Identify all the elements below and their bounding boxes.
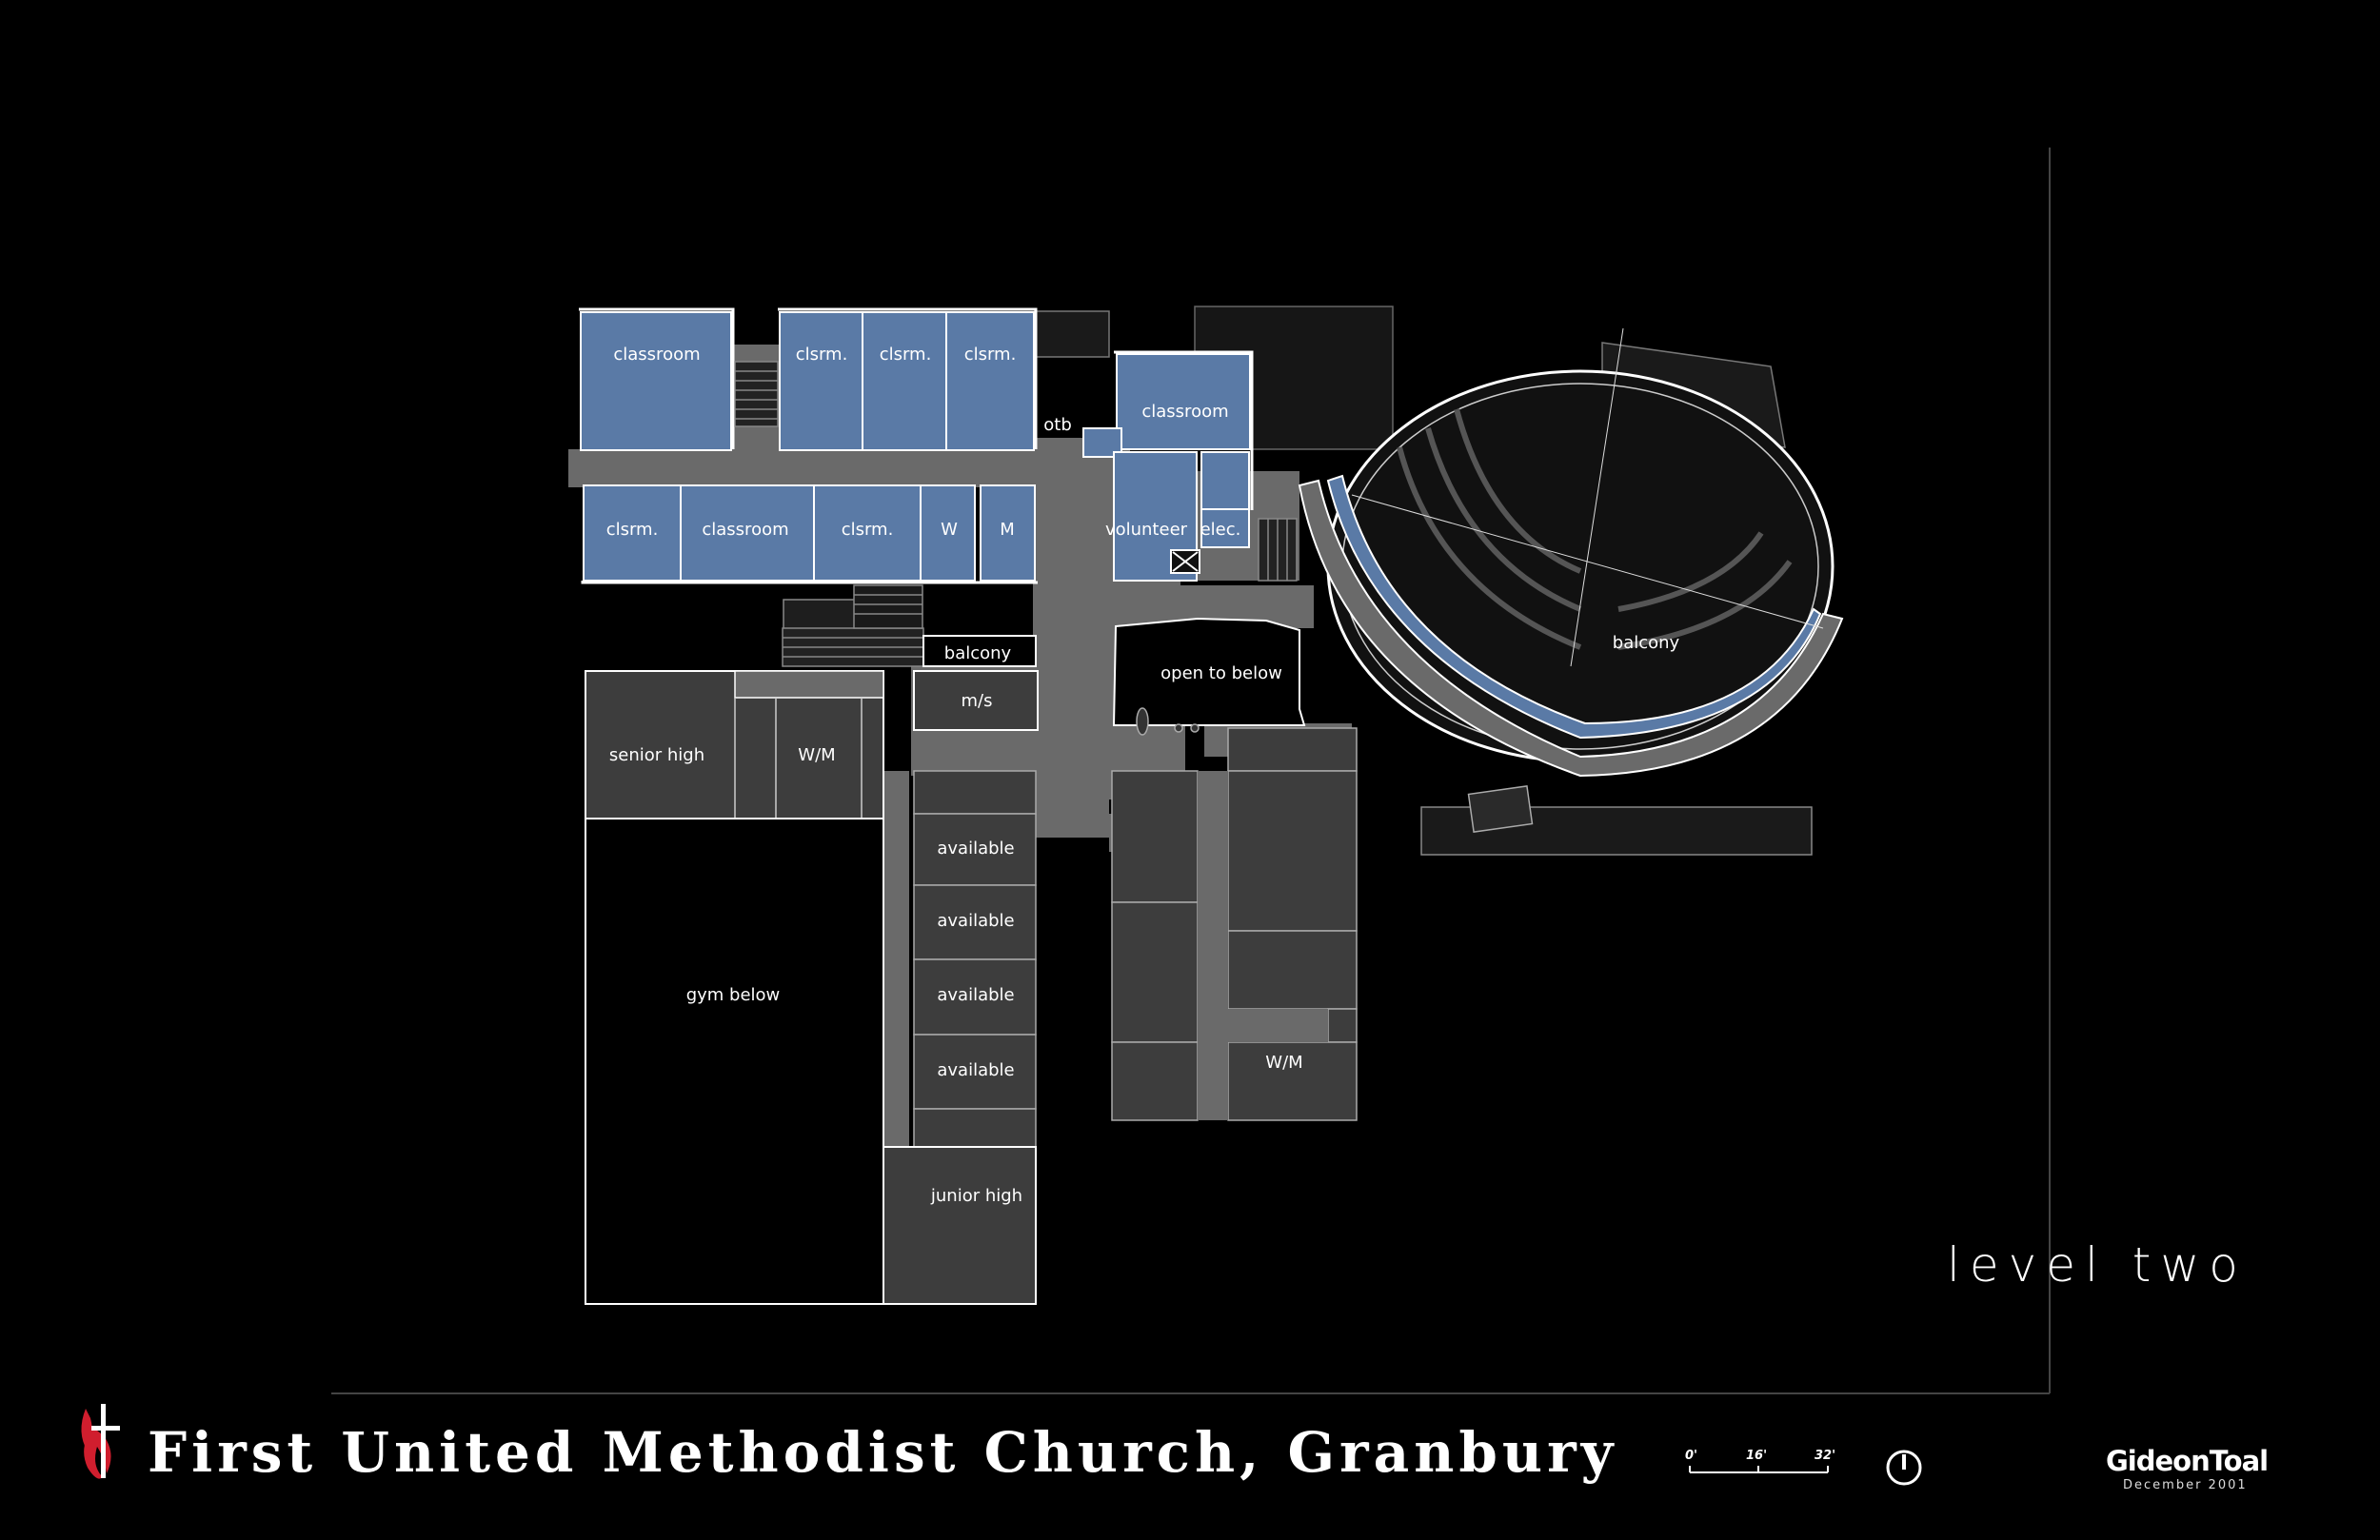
room-label-clsrm-s2: clsrm.	[842, 520, 894, 540]
room-label-ms: m/s	[962, 691, 993, 711]
room-label-senior-high: senior high	[609, 745, 704, 765]
available-rooms	[913, 770, 1037, 1148]
room-label-balcony-small: balcony	[944, 643, 1012, 663]
scale-bar	[1689, 1466, 1829, 1473]
firm-date: December 2001	[2123, 1478, 2248, 1492]
room-label-clsrm-2: clsrm.	[880, 345, 932, 365]
room-labels: classroom clsrm. clsrm. clsrm. otb class…	[606, 345, 1680, 1206]
room-label-classroom-s: classroom	[702, 520, 788, 540]
room-label-elec: elec.	[1200, 520, 1241, 540]
room-label-otb: otb	[1043, 415, 1072, 435]
middle-block	[1111, 727, 1358, 1121]
room-label-clsrm-1: clsrm.	[796, 345, 848, 365]
scale-label-16: 16'	[1746, 1449, 1768, 1463]
balcony-small-room	[922, 635, 1037, 667]
room-label-volunteer: volunteer	[1105, 520, 1188, 540]
scale-label-0: 0'	[1685, 1449, 1698, 1463]
level-label: level two	[1947, 1237, 2248, 1293]
north-arrow-icon	[1886, 1450, 1922, 1486]
room-label-available-2: available	[937, 911, 1014, 931]
gym-below-area	[585, 818, 884, 1305]
room-label-wm-2: W/M	[1265, 1053, 1302, 1073]
room-label-available-1: available	[937, 839, 1014, 859]
project-title: First United Methodist Church, Granbury	[148, 1420, 1618, 1485]
room-label-classroom-ne: classroom	[1141, 402, 1228, 422]
cross-flame-logo-icon	[81, 1404, 120, 1479]
room-label-clsrm-sw: clsrm.	[606, 520, 659, 540]
room-label-classroom-nw: classroom	[613, 345, 700, 365]
classrooms	[580, 311, 1251, 582]
room-label-balcony-sanctuary: balcony	[1613, 633, 1680, 653]
room-label-clsrm-3: clsrm.	[964, 345, 1017, 365]
room-label-open-to-below: open to below	[1160, 663, 1282, 683]
room-label-gym-below: gym below	[686, 985, 781, 1005]
firm-logo: GideonToal	[2106, 1445, 2269, 1477]
room-label-womens: W	[941, 520, 958, 540]
scale-label-32: 32'	[1815, 1449, 1836, 1463]
sanctuary	[1298, 327, 1844, 778]
junior-high-room	[883, 1146, 1037, 1305]
room-label-available-3: available	[937, 985, 1014, 1005]
room-label-available-4: available	[937, 1060, 1014, 1080]
walls	[579, 307, 1254, 584]
room-label-junior-high: junior high	[930, 1186, 1022, 1206]
ms-room	[913, 670, 1039, 731]
stairs	[734, 361, 1298, 667]
room-label-wm-1: W/M	[798, 745, 835, 765]
room-label-mens: M	[1000, 520, 1015, 540]
